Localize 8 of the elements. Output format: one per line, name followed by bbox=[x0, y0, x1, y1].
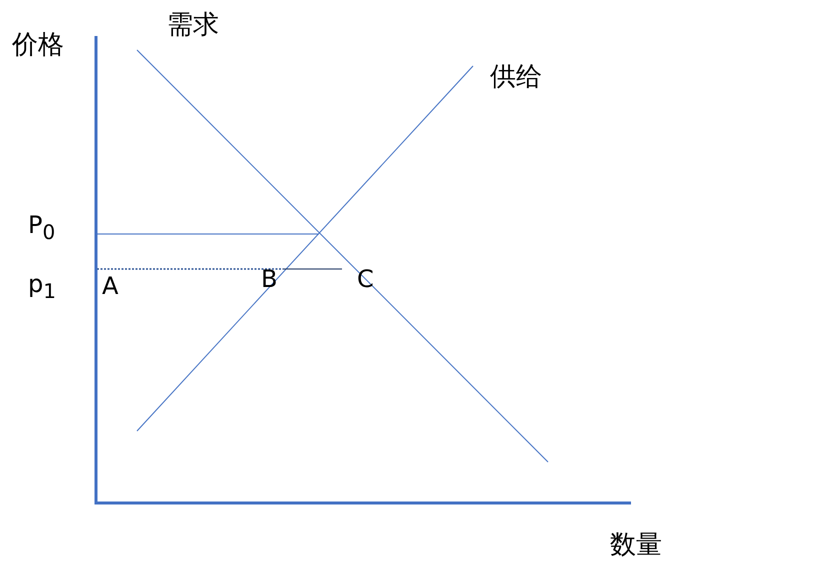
price-label: P$_{0}$ bbox=[28, 213, 56, 242]
axis-label: 价格 bbox=[12, 32, 64, 58]
curve-label: 供给 bbox=[490, 64, 542, 90]
price-label: p$_{1}$ bbox=[28, 272, 56, 301]
point-label: A bbox=[102, 274, 118, 298]
axis-label: 数量 bbox=[610, 532, 662, 558]
curve-label: 需求 bbox=[167, 12, 219, 38]
point-label: B bbox=[261, 267, 278, 291]
